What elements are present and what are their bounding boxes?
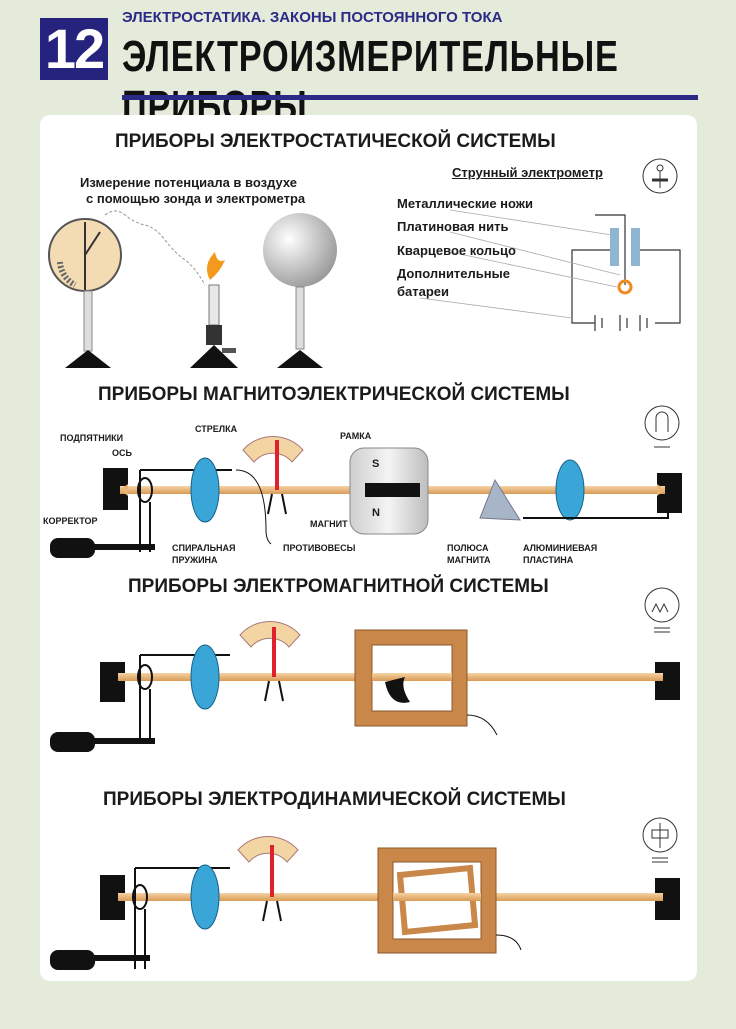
magnetoelectric-symbol-icon bbox=[644, 405, 680, 448]
label-platinum-thread: Платиновая нить bbox=[397, 219, 509, 234]
label-spring-2: ПРУЖИНА bbox=[172, 555, 218, 565]
label-corrector: КОРРЕКТОР bbox=[43, 516, 98, 526]
label-pointer: СТРЕЛКА bbox=[195, 424, 238, 434]
heading-electrodynamic: ПРИБОРЫ ЭЛЕКТРОДИНАМИЧЕСКОЙ СИСТЕМЫ bbox=[103, 789, 566, 810]
label-extra-batteries-2: батареи bbox=[397, 284, 450, 299]
label-extra-batteries-1: Дополнительные bbox=[397, 266, 510, 281]
electrodynamic-symbol-icon bbox=[642, 817, 678, 863]
label-poles-2: МАГНИТА bbox=[447, 555, 491, 565]
burner-probe bbox=[190, 252, 238, 368]
poster-subtitle: ЭЛЕКТРОСТАТИКА. ЗАКОНЫ ПОСТОЯННОГО ТОКА bbox=[122, 9, 503, 26]
metal-knife-right bbox=[631, 228, 640, 266]
label-bearings: ПОДПЯТНИКИ bbox=[60, 433, 124, 443]
electrostatic-symbol-icon bbox=[642, 158, 678, 194]
electrodynamic-mechanism bbox=[50, 836, 680, 970]
magnetoelectric-mechanism bbox=[50, 436, 682, 558]
label-metal-knives: Металлические ножи bbox=[397, 196, 533, 211]
probe-caption-1: Измерение потенциала в воздухе bbox=[80, 175, 298, 190]
metal-knife-left bbox=[610, 228, 619, 266]
string-electrometer-circuit bbox=[419, 209, 681, 331]
heading-magnetoelectric: ПРИБОРЫ МАГНИТОЭЛЕКТРИЧЕСКОЙ СИСТЕМЫ bbox=[98, 384, 570, 405]
label-axis: ОСЬ bbox=[112, 448, 132, 458]
heading-electrostatic: ПРИБОРЫ ЭЛЕКТРОСТАТИЧЕСКОЙ СИСТЕМЫ bbox=[115, 131, 556, 152]
pole-s: S bbox=[372, 458, 380, 470]
electromagnetic-mechanism bbox=[50, 621, 680, 752]
label-frame: РАМКА bbox=[340, 431, 372, 441]
pole-n: N bbox=[372, 507, 380, 519]
poster-number: 12 bbox=[40, 18, 108, 80]
quartz-ring bbox=[617, 279, 633, 295]
string-electrometer-title: Струнный электрометр bbox=[452, 165, 603, 180]
label-plate-2: ПЛАСТИНА bbox=[523, 555, 574, 565]
label-spring-1: СПИРАЛЬНАЯ bbox=[172, 543, 236, 553]
electrometer bbox=[48, 218, 122, 368]
title-rule bbox=[122, 95, 698, 100]
label-poles-1: ПОЛЮСА bbox=[447, 543, 489, 553]
label-plate-1: АЛЮМИНИЕВАЯ bbox=[523, 543, 598, 553]
label-magnet: МАГНИТ bbox=[310, 519, 348, 529]
conducting-sphere bbox=[263, 213, 337, 368]
probe-wire bbox=[104, 210, 206, 286]
electromagnetic-symbol-icon bbox=[644, 587, 680, 633]
probe-caption-2: с помощью зонда и электрометра bbox=[86, 191, 306, 206]
label-counterweights: ПРОТИВОВЕСЫ bbox=[283, 543, 356, 553]
heading-electromagnetic: ПРИБОРЫ ЭЛЕКТРОМАГНИТНОЙ СИСТЕМЫ bbox=[128, 576, 549, 597]
label-quartz-ring: Кварцевое кольцо bbox=[397, 243, 516, 258]
